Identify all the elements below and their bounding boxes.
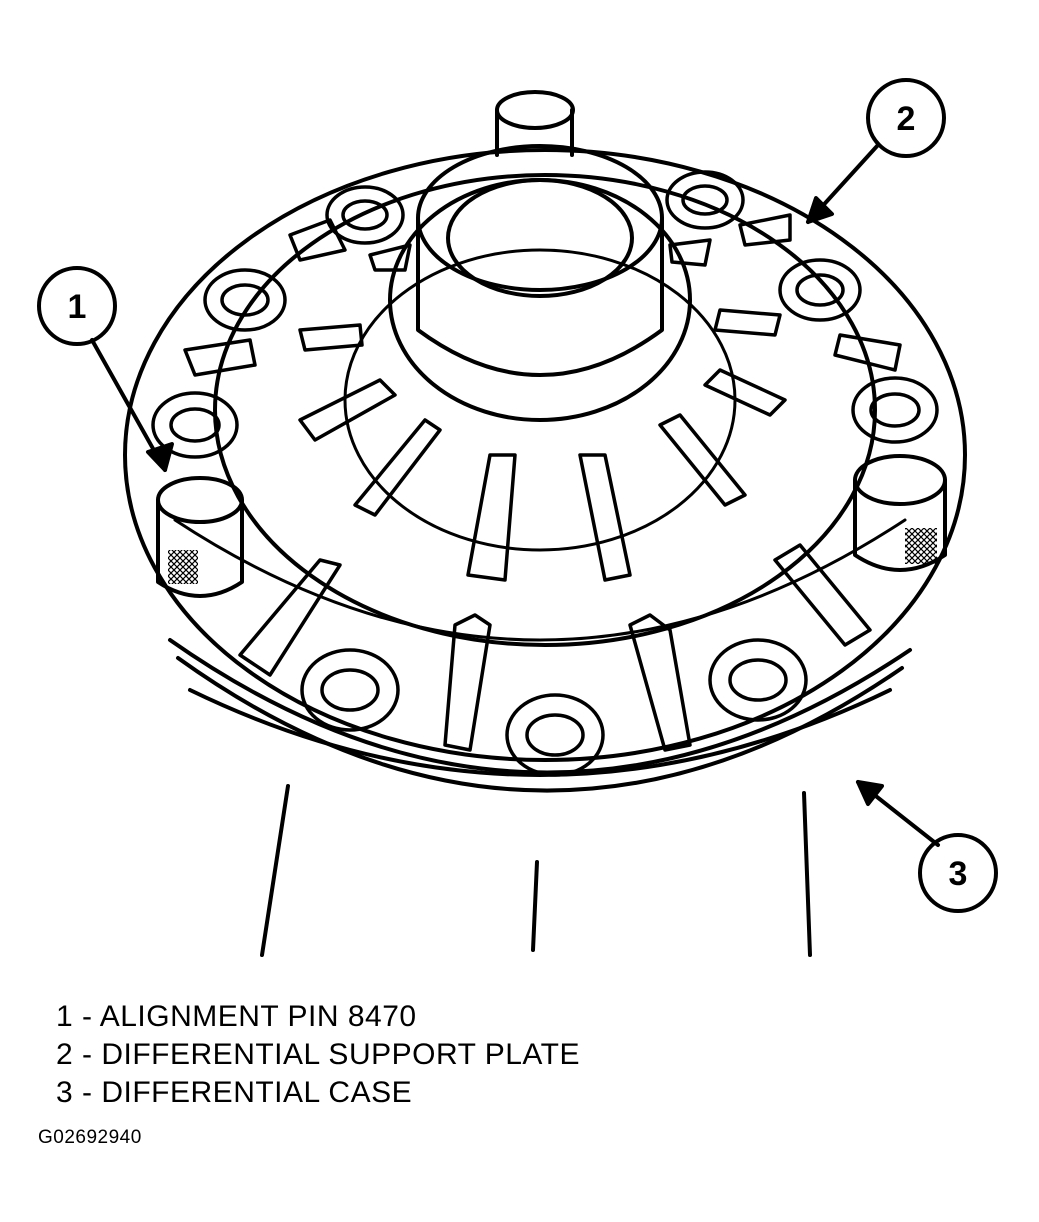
- leader-arrow-3: [856, 780, 940, 847]
- legend-item-3: 3 - DIFFERENTIAL CASE: [56, 1076, 413, 1109]
- callout-number-1: 1: [68, 288, 87, 326]
- differential-diagram: 1 2 3: [37, 78, 998, 957]
- callout-circle-1: [37, 266, 117, 346]
- leader-arrow-1: [90, 338, 174, 472]
- top-stud: [495, 90, 575, 157]
- legend-text: DIFFERENTIAL CASE: [101, 1076, 413, 1109]
- callout-number-2: 2: [897, 100, 916, 138]
- leader-arrow-2: [806, 143, 880, 224]
- alignment-pin-left: [156, 476, 244, 598]
- callout-circle-2: [866, 78, 946, 158]
- figure-id: G02692940: [38, 1127, 142, 1148]
- legend-item-2: 2 - DIFFERENTIAL SUPPORT PLATE: [56, 1038, 581, 1071]
- legend-number: 2: [56, 1038, 74, 1071]
- callout-number-3: 3: [949, 855, 968, 893]
- legend-text: ALIGNMENT PIN 8470: [99, 1000, 417, 1033]
- legend-number: 1: [56, 1000, 74, 1033]
- callout-circle-3: [918, 833, 998, 913]
- legend-text: DIFFERENTIAL SUPPORT PLATE: [101, 1038, 581, 1071]
- differential-support-plate: [123, 148, 967, 777]
- alignment-pin-right: [853, 454, 947, 572]
- legend: 1 - ALIGNMENT PIN 8470 2 - DIFFERENTIAL …: [56, 998, 580, 1112]
- legend-item-1: 1 - ALIGNMENT PIN 8470: [56, 1000, 417, 1033]
- legend-number: 3: [56, 1076, 74, 1109]
- differential-case: [168, 638, 912, 957]
- center-hub: [298, 144, 787, 582]
